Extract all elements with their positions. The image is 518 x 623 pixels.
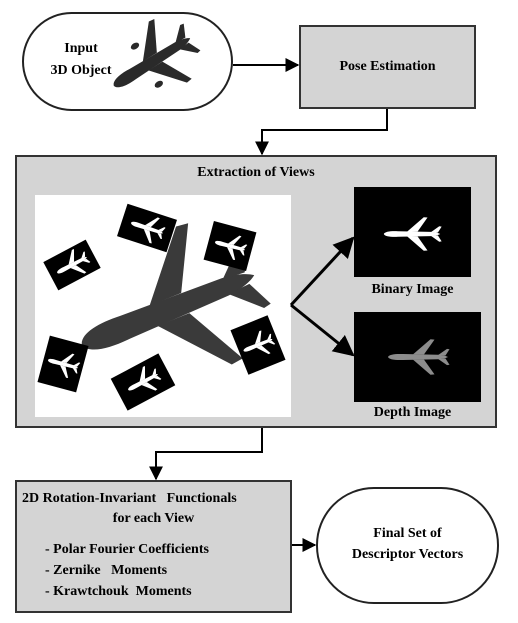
functionals-line1: 2D Rotation-Invariant Functionals bbox=[22, 491, 237, 506]
input-airplane-icon bbox=[94, 6, 212, 117]
binary-silhouette-icon bbox=[383, 217, 442, 251]
functionals-box bbox=[15, 480, 292, 613]
depth-image-label: Depth Image bbox=[373, 405, 452, 420]
arrow-pose-to-extraction bbox=[255, 109, 388, 156]
view-tile-bottom bbox=[110, 353, 176, 411]
input-label-line2: 3D Object bbox=[50, 63, 112, 78]
binary-image-label: Binary Image bbox=[371, 282, 454, 297]
functionals-item-2: - Zernike Moments bbox=[45, 563, 168, 578]
input-label-line1: Input bbox=[64, 41, 98, 56]
depth-silhouette-icon bbox=[388, 339, 450, 375]
final-set-node bbox=[316, 487, 499, 604]
view-tile-upper-left bbox=[43, 239, 101, 291]
view-tile-upper-right bbox=[203, 220, 257, 272]
pose-estimation-label: Pose Estimation bbox=[339, 59, 436, 74]
arrow-to-binary bbox=[289, 236, 355, 307]
functionals-line2: for each View bbox=[112, 511, 195, 526]
final-set-line2: Descriptor Vectors bbox=[351, 547, 464, 562]
view-tile-lower-right bbox=[230, 315, 286, 375]
functionals-item-1: - Polar Fourier Coefficients bbox=[45, 542, 209, 557]
arrow-extraction-to-functionals bbox=[149, 428, 263, 481]
input-object-node bbox=[22, 12, 233, 111]
view-tile-lower-left bbox=[37, 335, 89, 393]
final-set-line1: Final Set of bbox=[373, 526, 442, 541]
view-tile-top bbox=[117, 203, 177, 253]
pose-estimation-box bbox=[299, 25, 476, 109]
extraction-title: Extraction of Views bbox=[197, 165, 315, 180]
arrow-to-depth bbox=[290, 303, 355, 357]
functionals-item-3: - Krawtchouk Moments bbox=[45, 584, 192, 599]
